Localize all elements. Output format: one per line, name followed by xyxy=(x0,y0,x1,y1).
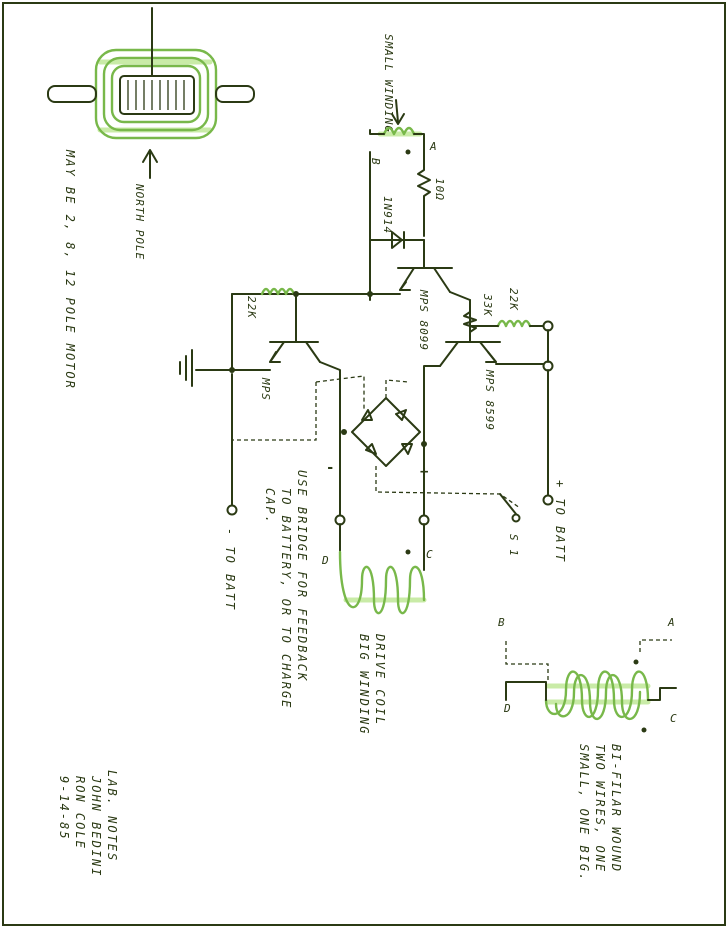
resistor-22k-left xyxy=(231,287,299,371)
drive-coil-label-2: BIG WINDING xyxy=(357,634,371,735)
north-pole-label: NORTH POLE xyxy=(133,183,146,260)
small-winding-arrow xyxy=(395,99,399,123)
negative-battery-label: - TO BATT xyxy=(223,528,237,611)
bifilar-coil xyxy=(505,639,677,733)
rotor-magnet-sketch xyxy=(47,7,255,179)
credit-date: 9-14-85 xyxy=(57,776,71,841)
transistor-mps-left xyxy=(269,295,341,393)
use-bridge-note-2: TO BATTERY, OR TO CHARGE xyxy=(279,488,293,709)
transistor-mps8099 xyxy=(397,239,453,293)
resistor-10-ohm-label: 10Ω xyxy=(433,178,446,201)
resistor-22k-left-label: 22K xyxy=(245,296,258,319)
base-bus-wire xyxy=(231,291,471,337)
use-bridge-note-3: CAP. xyxy=(263,488,277,525)
switch-s1-label: S 1 xyxy=(507,534,520,557)
bifilar-note-1: BI-FILAR WOUND xyxy=(609,744,623,873)
resistor-10-ohm xyxy=(417,149,431,237)
ground-symbol xyxy=(179,349,271,387)
terminal-a-label: A xyxy=(429,140,438,153)
bifilar-b-label: B xyxy=(498,616,506,629)
drive-coil xyxy=(338,523,427,615)
pole-motor-note: MAY BE 2, 8, 12 POLE MOTOR xyxy=(63,149,77,390)
bifilar-c-label: C xyxy=(670,712,678,725)
negative-battery-terminal xyxy=(226,504,238,516)
credit-ron-cole: RON COLE xyxy=(73,776,87,850)
credit-john-bedini: JOHN BEDINI xyxy=(89,775,103,877)
drive-coil-label-1: DRIVE COIL xyxy=(373,633,387,726)
credit-lab-notes: LAB. NOTES xyxy=(105,770,119,862)
use-bridge-note-1: USE BRIDGE FOR FEEDBACK xyxy=(295,470,309,682)
bifilar-note-2: TWO WIRES, ONE xyxy=(593,744,607,873)
transistor-mps8599 xyxy=(423,335,549,521)
diode-1n914-label: 1N914 xyxy=(381,196,394,234)
bifilar-note-3: SMALL, ONE BIG. xyxy=(577,744,591,882)
diode-1n914 xyxy=(369,151,425,301)
resistor-22k-right-label: 22K xyxy=(507,288,520,311)
transistor-mps8599-label: MPS 8599 xyxy=(483,369,496,431)
small-winding-label: SMALL WINDING xyxy=(382,34,395,133)
bridge-minus-label: - xyxy=(326,460,334,476)
drive-coil-c-label: C xyxy=(426,548,434,561)
bifilar-d-label: D xyxy=(503,702,512,715)
terminal-b-label: B xyxy=(369,158,382,166)
small-winding-coil xyxy=(369,126,425,151)
resistor-22k-right xyxy=(469,319,549,328)
transistor-mps-left-label: MPS xyxy=(259,377,272,401)
drive-coil-d-label: D xyxy=(321,554,330,567)
bridge-plus-label: + xyxy=(420,464,428,480)
switch-s1 xyxy=(499,493,554,523)
transistor-mps8099-label: MPS 8099 xyxy=(417,289,430,351)
resistor-33k-right xyxy=(463,299,477,339)
resistor-33k-right-label: 33K xyxy=(481,293,494,317)
bridge-rectifier xyxy=(232,375,521,509)
positive-battery-label: + TO BATT xyxy=(553,480,567,563)
bifilar-a-label: A xyxy=(667,616,676,629)
